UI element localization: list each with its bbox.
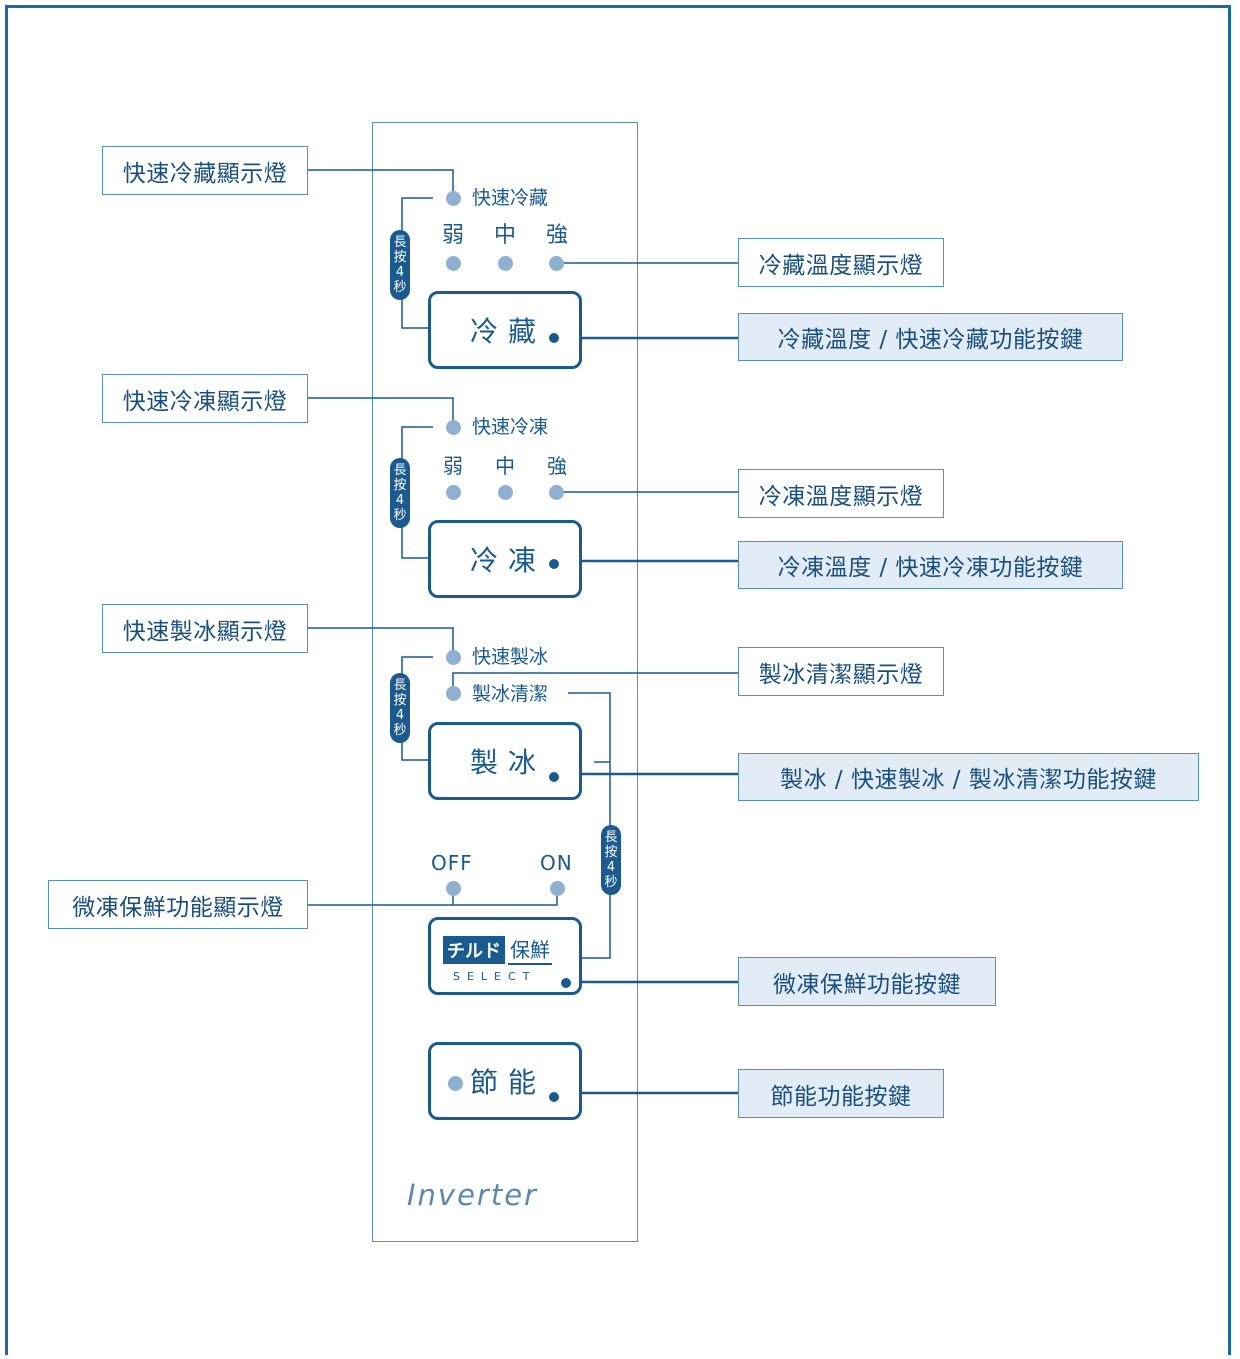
ice-button-dot (549, 772, 559, 782)
callout-quick-fridge-light: 快速冷藏顯示燈 (102, 146, 308, 195)
chilled-off-indicator (446, 881, 461, 896)
inverter-brand: Inverter (407, 1178, 538, 1212)
chilled-button-dot (561, 978, 571, 988)
fridge-button-dot (549, 333, 559, 343)
eco-indicator (448, 1076, 463, 1091)
freeze-button-label: 冷凍 (469, 544, 546, 577)
callout-chilled-light: 微凍保鮮功能顯示燈 (48, 880, 308, 929)
line-quick-fridge (308, 169, 454, 192)
freeze-button[interactable]: 冷凍 (428, 520, 582, 598)
chilled-logo-zh: 保鮮 (508, 934, 552, 965)
callout-ice-button: 製冰 / 快速製冰 / 製冰清潔功能按鍵 (738, 753, 1199, 801)
fridge-weak-indicator (446, 256, 461, 271)
ice-button[interactable]: 製冰 (428, 722, 582, 800)
chilled-logo: チルド 保鮮 (443, 934, 552, 965)
quick-ice-indicator (446, 650, 461, 665)
chilled-select-text: SELECT (453, 970, 537, 983)
freeze-level-weak: 弱 (443, 454, 463, 478)
freeze-level-strong: 強 (547, 454, 567, 478)
chilled-off-label: OFF (431, 851, 473, 875)
chilled-logo-ja: チルド (443, 935, 505, 964)
quick-freeze-indicator (446, 420, 461, 435)
quick-freeze-text: 快速冷凍 (472, 416, 549, 438)
line-ice-clean (452, 672, 738, 686)
chilled-button[interactable]: チルド 保鮮 SELECT (428, 917, 582, 995)
callout-eco-button: 節能功能按鍵 (738, 1069, 944, 1118)
quick-fridge-indicator (446, 191, 461, 206)
callout-chilled-button: 微凍保鮮功能按鍵 (738, 957, 996, 1006)
fridge-level-strong: 強 (546, 223, 569, 248)
callout-quick-freeze-light: 快速冷凍顯示燈 (102, 374, 308, 423)
fridge-mid-indicator (498, 256, 513, 271)
quick-fridge-text: 快速冷藏 (472, 187, 549, 209)
eco-button-dot (549, 1092, 559, 1102)
line-quick-freeze (308, 397, 454, 420)
callout-fridge-temp-light: 冷藏溫度顯示燈 (738, 238, 944, 287)
callout-freeze-button: 冷凍溫度 / 快速冷凍功能按鍵 (738, 541, 1123, 589)
eco-button[interactable]: 節能 (428, 1042, 582, 1120)
callout-freeze-temp-light: 冷凍溫度顯示燈 (738, 469, 944, 518)
fridge-button-label: 冷藏 (469, 315, 546, 348)
ice-clean-indicator (446, 686, 461, 701)
fridge-strong-indicator (549, 256, 564, 271)
outer-frame (5, 5, 1231, 1355)
line-quick-ice (308, 627, 454, 650)
callout-ice-clean-light: 製冰清潔顯示燈 (738, 647, 944, 696)
fridge-button[interactable]: 冷藏 (428, 291, 582, 369)
line-chilled-on (453, 889, 558, 906)
chilled-on-label: ON (540, 851, 573, 875)
fridge-level-mid: 中 (494, 223, 517, 248)
callout-fridge-button: 冷藏溫度 / 快速冷藏功能按鍵 (738, 313, 1123, 361)
line-chilled-light (308, 889, 454, 906)
freeze-level-mid: 中 (495, 454, 515, 478)
fridge-level-weak: 弱 (442, 223, 465, 248)
freeze-strong-indicator (549, 485, 564, 500)
chilled-on-indicator (550, 881, 565, 896)
control-panel (372, 122, 638, 1242)
freeze-button-dot (549, 559, 559, 569)
freeze-weak-indicator (446, 485, 461, 500)
quick-ice-text: 快速製冰 (472, 646, 549, 668)
freeze-mid-indicator (498, 485, 513, 500)
callout-quick-ice-light: 快速製冰顯示燈 (102, 604, 308, 653)
eco-button-label: 節能 (469, 1066, 546, 1099)
ice-button-label: 製冰 (469, 746, 546, 779)
ice-clean-text: 製冰清潔 (472, 683, 549, 705)
